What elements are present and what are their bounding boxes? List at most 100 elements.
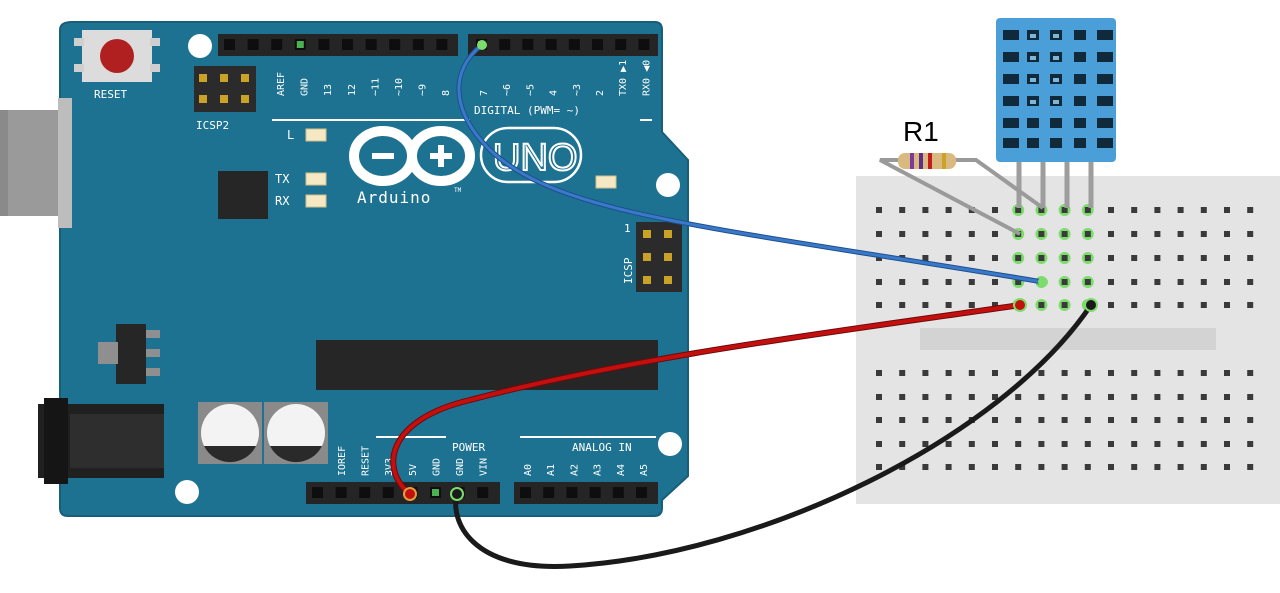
header-pin[interactable] <box>271 39 283 50</box>
breadboard-hole[interactable] <box>876 394 882 400</box>
breadboard-hole[interactable] <box>1061 255 1068 261</box>
breadboard-hole[interactable] <box>1038 370 1045 376</box>
breadboard-hole[interactable] <box>1200 255 1207 261</box>
breadboard-hole[interactable] <box>1177 207 1184 213</box>
breadboard-hole[interactable] <box>945 231 952 237</box>
breadboard-hole[interactable] <box>1015 255 1022 261</box>
breadboard-hole[interactable] <box>1154 231 1161 237</box>
breadboard-hole[interactable] <box>1108 279 1114 285</box>
breadboard-hole[interactable] <box>1108 394 1114 400</box>
header-pin[interactable] <box>412 39 424 50</box>
breadboard-hole[interactable] <box>945 417 952 423</box>
breadboard-hole[interactable] <box>1038 302 1045 308</box>
breadboard-hole[interactable] <box>876 231 882 237</box>
breadboard-hole[interactable] <box>876 417 882 423</box>
breadboard-hole[interactable] <box>945 464 952 470</box>
breadboard-hole[interactable] <box>1224 417 1230 423</box>
breadboard-hole[interactable] <box>1154 417 1161 423</box>
breadboard-hole[interactable] <box>1200 441 1207 447</box>
breadboard-hole[interactable] <box>1015 207 1022 213</box>
breadboard-hole[interactable] <box>899 394 906 400</box>
breadboard-hole[interactable] <box>922 302 929 308</box>
breadboard-hole[interactable] <box>1131 279 1138 285</box>
breadboard-hole[interactable] <box>1131 464 1138 470</box>
breadboard-hole[interactable] <box>1247 370 1254 376</box>
breadboard-hole[interactable] <box>1084 207 1091 213</box>
breadboard-hole[interactable] <box>1200 231 1207 237</box>
breadboard-hole[interactable] <box>1084 394 1091 400</box>
breadboard-hole[interactable] <box>1038 255 1045 261</box>
breadboard-hole[interactable] <box>1015 417 1022 423</box>
breadboard-hole[interactable] <box>1108 441 1114 447</box>
breadboard-hole[interactable] <box>992 231 998 237</box>
breadboard-hole[interactable] <box>1131 370 1138 376</box>
breadboard-hole[interactable] <box>876 279 882 285</box>
breadboard-hole[interactable] <box>1200 394 1207 400</box>
breadboard-hole[interactable] <box>1154 255 1161 261</box>
breadboard-hole[interactable] <box>968 302 975 308</box>
breadboard-hole[interactable] <box>1224 279 1230 285</box>
breadboard-hole[interactable] <box>1108 207 1114 213</box>
breadboard-hole[interactable] <box>1247 255 1254 261</box>
breadboard-hole[interactable] <box>1108 231 1114 237</box>
breadboard-hole[interactable] <box>922 441 929 447</box>
breadboard-hole[interactable] <box>1177 370 1184 376</box>
header-pin[interactable] <box>389 39 401 50</box>
breadboard-hole[interactable] <box>1131 207 1138 213</box>
breadboard-hole[interactable] <box>1084 370 1091 376</box>
breadboard-hole[interactable] <box>1061 417 1068 423</box>
breadboard-hole[interactable] <box>968 255 975 261</box>
breadboard-hole[interactable] <box>1154 279 1161 285</box>
breadboard-hole[interactable] <box>945 255 952 261</box>
breadboard-hole[interactable] <box>922 255 929 261</box>
breadboard-hole[interactable] <box>1015 394 1022 400</box>
breadboard-hole[interactable] <box>1061 279 1068 285</box>
breadboard-hole[interactable] <box>899 231 906 237</box>
breadboard-hole[interactable] <box>1131 441 1138 447</box>
breadboard-hole[interactable] <box>992 255 998 261</box>
breadboard-hole[interactable] <box>992 417 998 423</box>
breadboard-hole[interactable] <box>1061 394 1068 400</box>
header-pin[interactable] <box>566 487 578 498</box>
breadboard-hole[interactable] <box>1154 394 1161 400</box>
breadboard-hole[interactable] <box>1015 441 1022 447</box>
breadboard-hole[interactable] <box>1177 279 1184 285</box>
breadboard-hole[interactable] <box>1247 231 1254 237</box>
breadboard-hole[interactable] <box>992 441 998 447</box>
breadboard-hole[interactable] <box>876 441 882 447</box>
breadboard-hole[interactable] <box>899 441 906 447</box>
header-pin[interactable] <box>224 39 235 50</box>
breadboard-hole[interactable] <box>1108 417 1114 423</box>
header-pin[interactable] <box>342 39 353 50</box>
breadboard-hole[interactable] <box>876 464 882 470</box>
breadboard-hole[interactable] <box>1084 441 1091 447</box>
header-pin[interactable] <box>522 39 534 50</box>
breadboard-hole[interactable] <box>1131 302 1138 308</box>
breadboard-hole[interactable] <box>1038 441 1045 447</box>
breadboard-hole[interactable] <box>992 464 998 470</box>
breadboard-hole[interactable] <box>922 279 929 285</box>
breadboard-hole[interactable] <box>899 302 906 308</box>
breadboard-hole[interactable] <box>1154 464 1161 470</box>
breadboard-hole[interactable] <box>1177 464 1184 470</box>
breadboard-hole[interactable] <box>1154 207 1161 213</box>
header-pin[interactable] <box>312 487 323 498</box>
breadboard-hole[interactable] <box>968 394 975 400</box>
breadboard-hole[interactable] <box>899 207 906 213</box>
breadboard-hole[interactable] <box>876 207 882 213</box>
header-pin[interactable] <box>365 39 377 50</box>
header-pin[interactable] <box>436 39 448 50</box>
breadboard-hole[interactable] <box>992 370 998 376</box>
breadboard-hole[interactable] <box>1247 279 1254 285</box>
breadboard-hole[interactable] <box>1224 441 1230 447</box>
breadboard-hole[interactable] <box>1154 302 1161 308</box>
breadboard-hole[interactable] <box>1061 370 1068 376</box>
breadboard-hole[interactable] <box>876 370 882 376</box>
breadboard-hole[interactable] <box>1177 255 1184 261</box>
breadboard-hole[interactable] <box>945 370 952 376</box>
breadboard-hole[interactable] <box>922 207 929 213</box>
breadboard-hole[interactable] <box>1108 302 1114 308</box>
breadboard-hole[interactable] <box>1108 370 1114 376</box>
breadboard-hole[interactable] <box>1154 441 1161 447</box>
breadboard-hole[interactable] <box>1084 231 1091 237</box>
